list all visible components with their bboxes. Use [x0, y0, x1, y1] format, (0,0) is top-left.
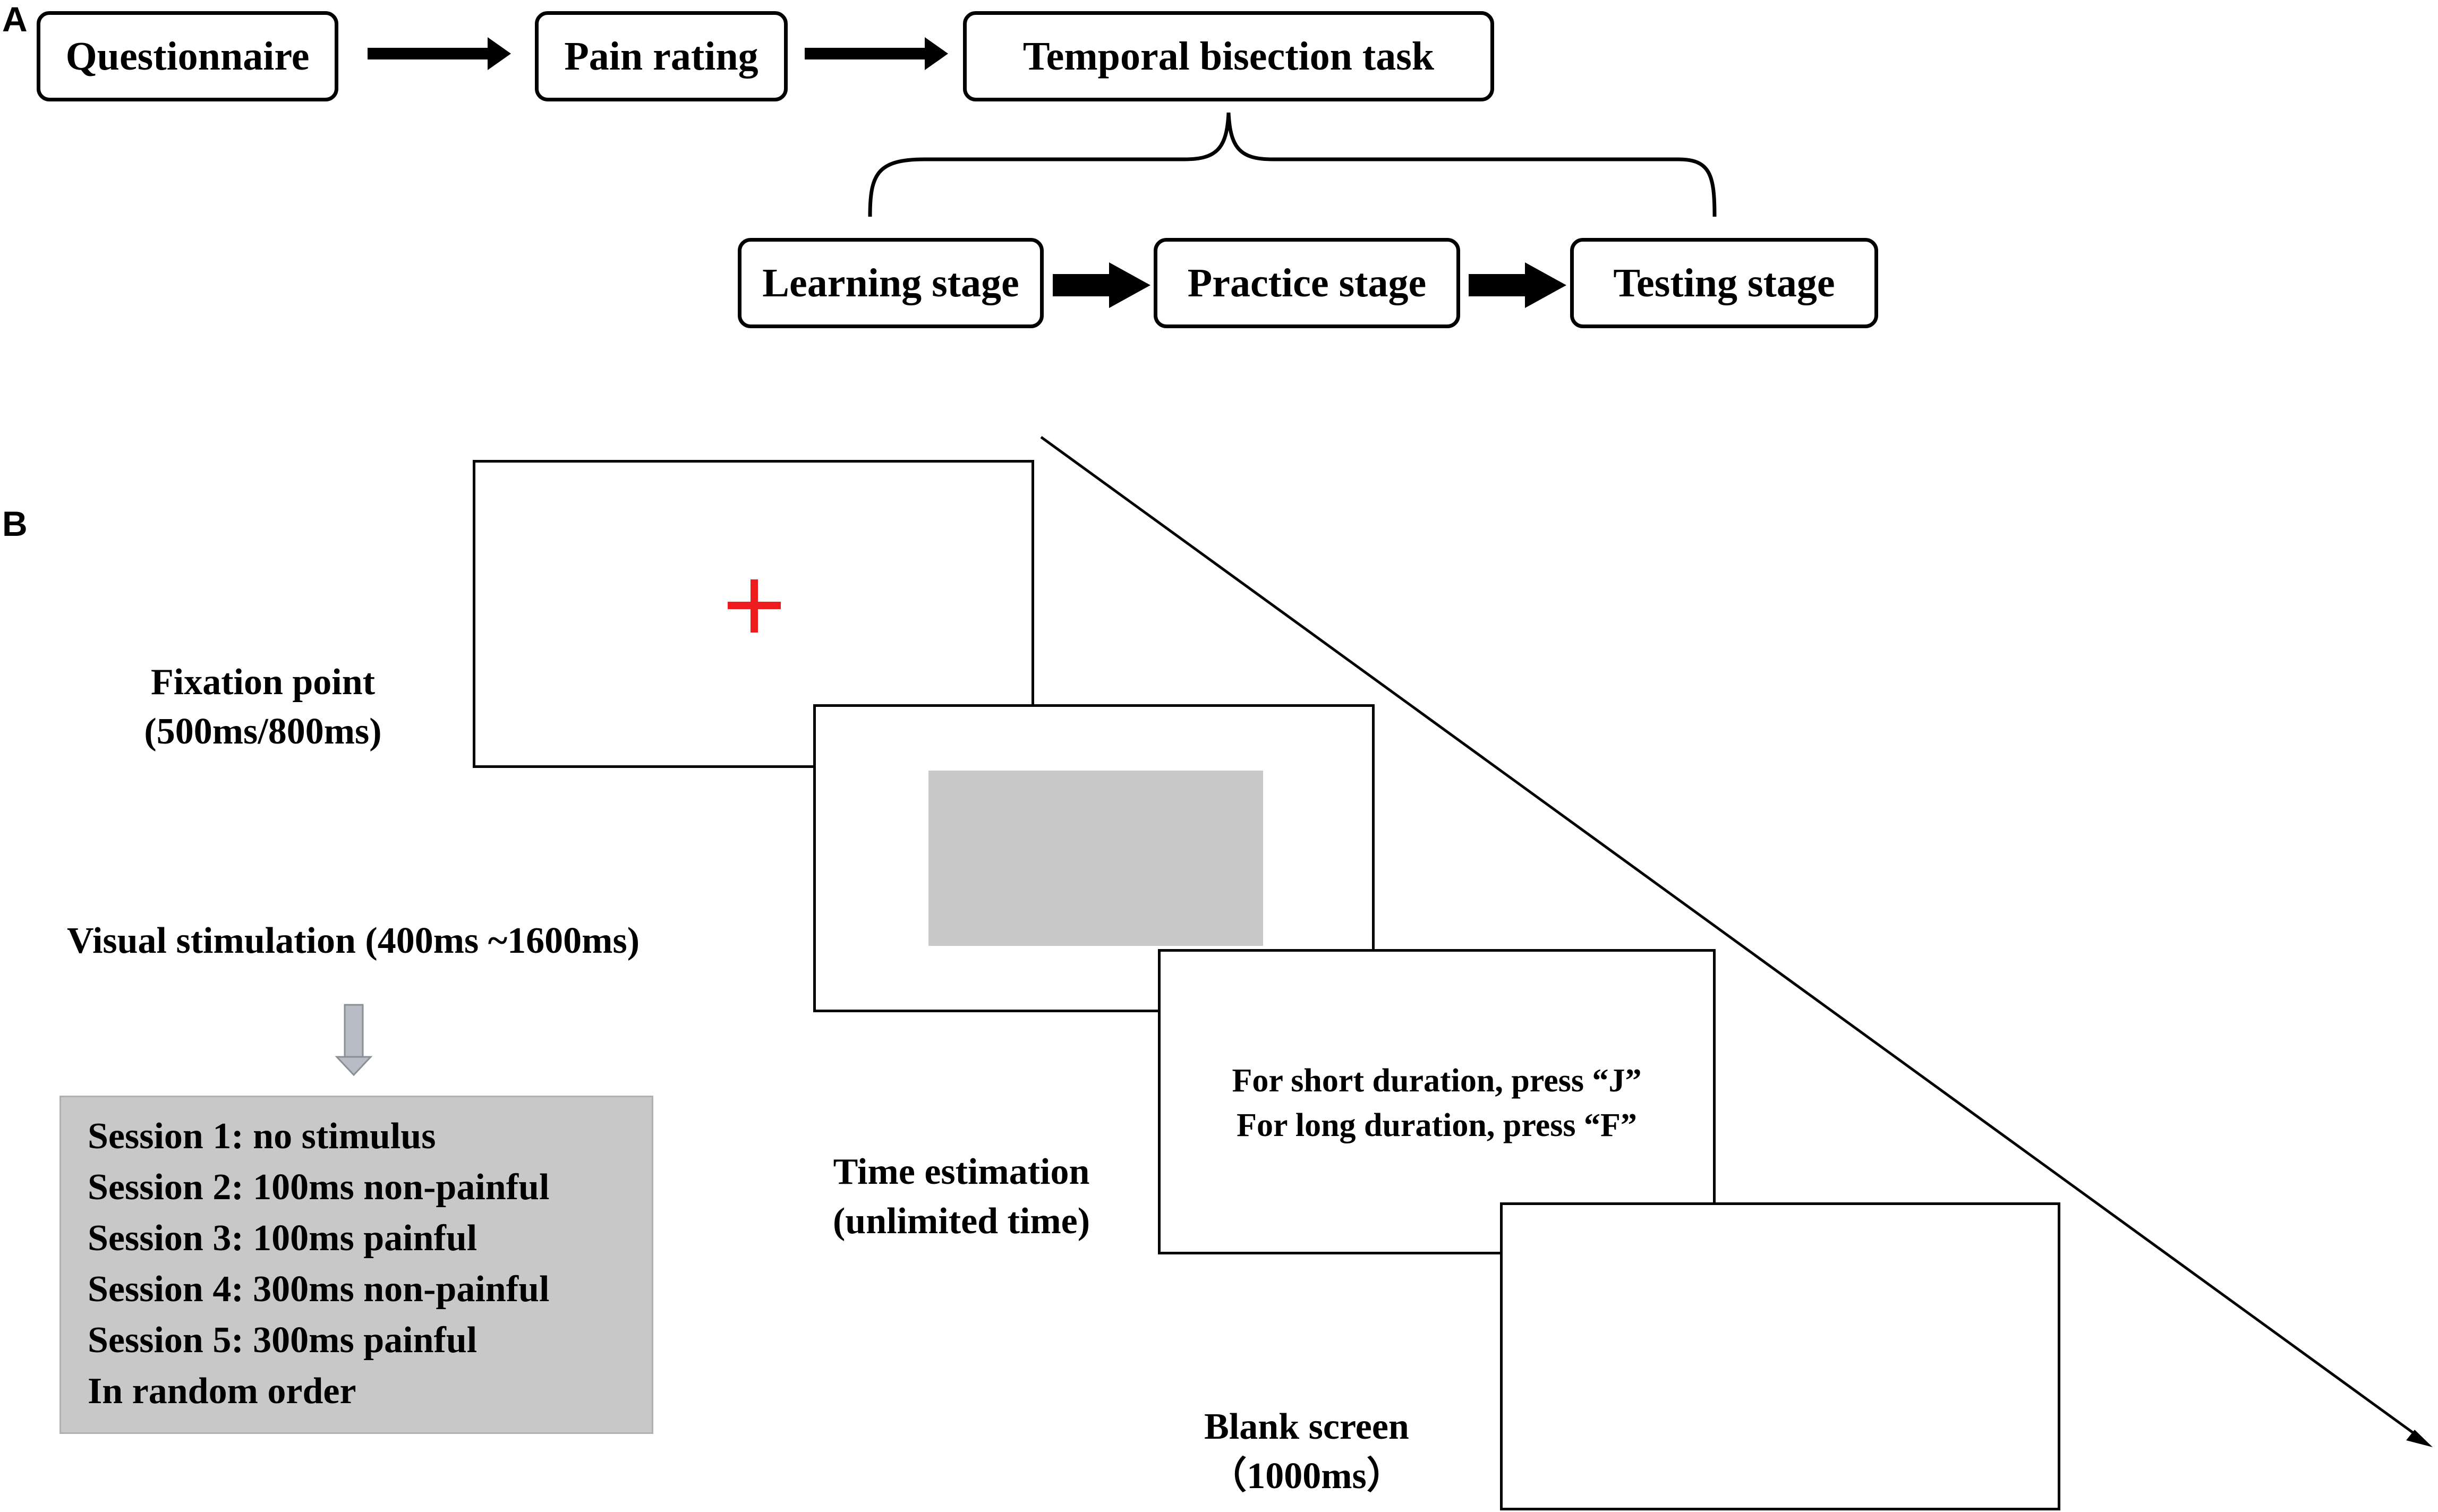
timeline-arrow — [1040, 435, 2433, 1447]
learning-stage-box: Learning stage — [738, 238, 1044, 328]
testing-stage-box: Testing stage — [1570, 238, 1878, 328]
session-item: Session 3: 100ms painful — [88, 1218, 478, 1259]
fixation-title: Fixation point — [150, 662, 376, 703]
grey-stimulus-rectangle — [928, 771, 1263, 946]
fixation-cross-icon — [728, 579, 781, 633]
stage-brace — [868, 112, 1717, 217]
session-list-box: Session 1: no stimulus Session 2: 100ms … — [59, 1096, 653, 1434]
instruction-long: For long duration, press “F” — [1237, 1107, 1637, 1143]
practice-stage-box: Practice stage — [1154, 238, 1460, 328]
questionnaire-box: Questionnaire — [37, 11, 338, 101]
time-estimation-title: Time estimation — [833, 1151, 1090, 1192]
time-estimation-duration: (unlimited time) — [832, 1201, 1090, 1242]
time-estimation-label: Time estimation (unlimited time) — [797, 1147, 1126, 1246]
blank-screen — [1500, 1202, 2060, 1510]
arrow-questionnaire-to-pain-rating — [368, 37, 511, 70]
arrow-pain-rating-to-task — [805, 37, 948, 70]
session-item: In random order — [88, 1371, 356, 1412]
panel-a-label: A — [2, 0, 28, 39]
blank-screen-duration: （1000ms） — [1209, 1456, 1404, 1497]
response-instructions: For short duration, press “J” For long d… — [1161, 1058, 1713, 1148]
session-item: Session 1: no stimulus — [88, 1116, 436, 1157]
arrow-practice-to-testing — [1469, 262, 1566, 308]
pain-rating-box: Pain rating — [535, 11, 788, 101]
session-item: Session 5: 300ms painful — [88, 1320, 478, 1361]
instruction-short: For short duration, press “J” — [1232, 1063, 1642, 1099]
session-item: Session 4: 300ms non-painful — [88, 1269, 550, 1310]
down-arrow-icon — [335, 1004, 373, 1077]
temporal-bisection-task-box: Temporal bisection task — [963, 11, 1494, 101]
panel-b-label: B — [2, 504, 28, 543]
response-screen — [1158, 949, 1716, 1254]
fixation-label: Fixation point (500ms/800ms) — [112, 657, 414, 756]
blank-screen-title: Blank screen — [1204, 1406, 1409, 1447]
fixation-duration: (500ms/800ms) — [144, 711, 382, 753]
session-item: Session 2: 100ms non-painful — [88, 1167, 550, 1208]
blank-screen-label: Blank screen （1000ms） — [1142, 1402, 1471, 1501]
visual-stimulation-label: Visual stimulation (400ms ~1600ms) — [66, 920, 640, 961]
arrow-learning-to-practice — [1053, 262, 1150, 308]
